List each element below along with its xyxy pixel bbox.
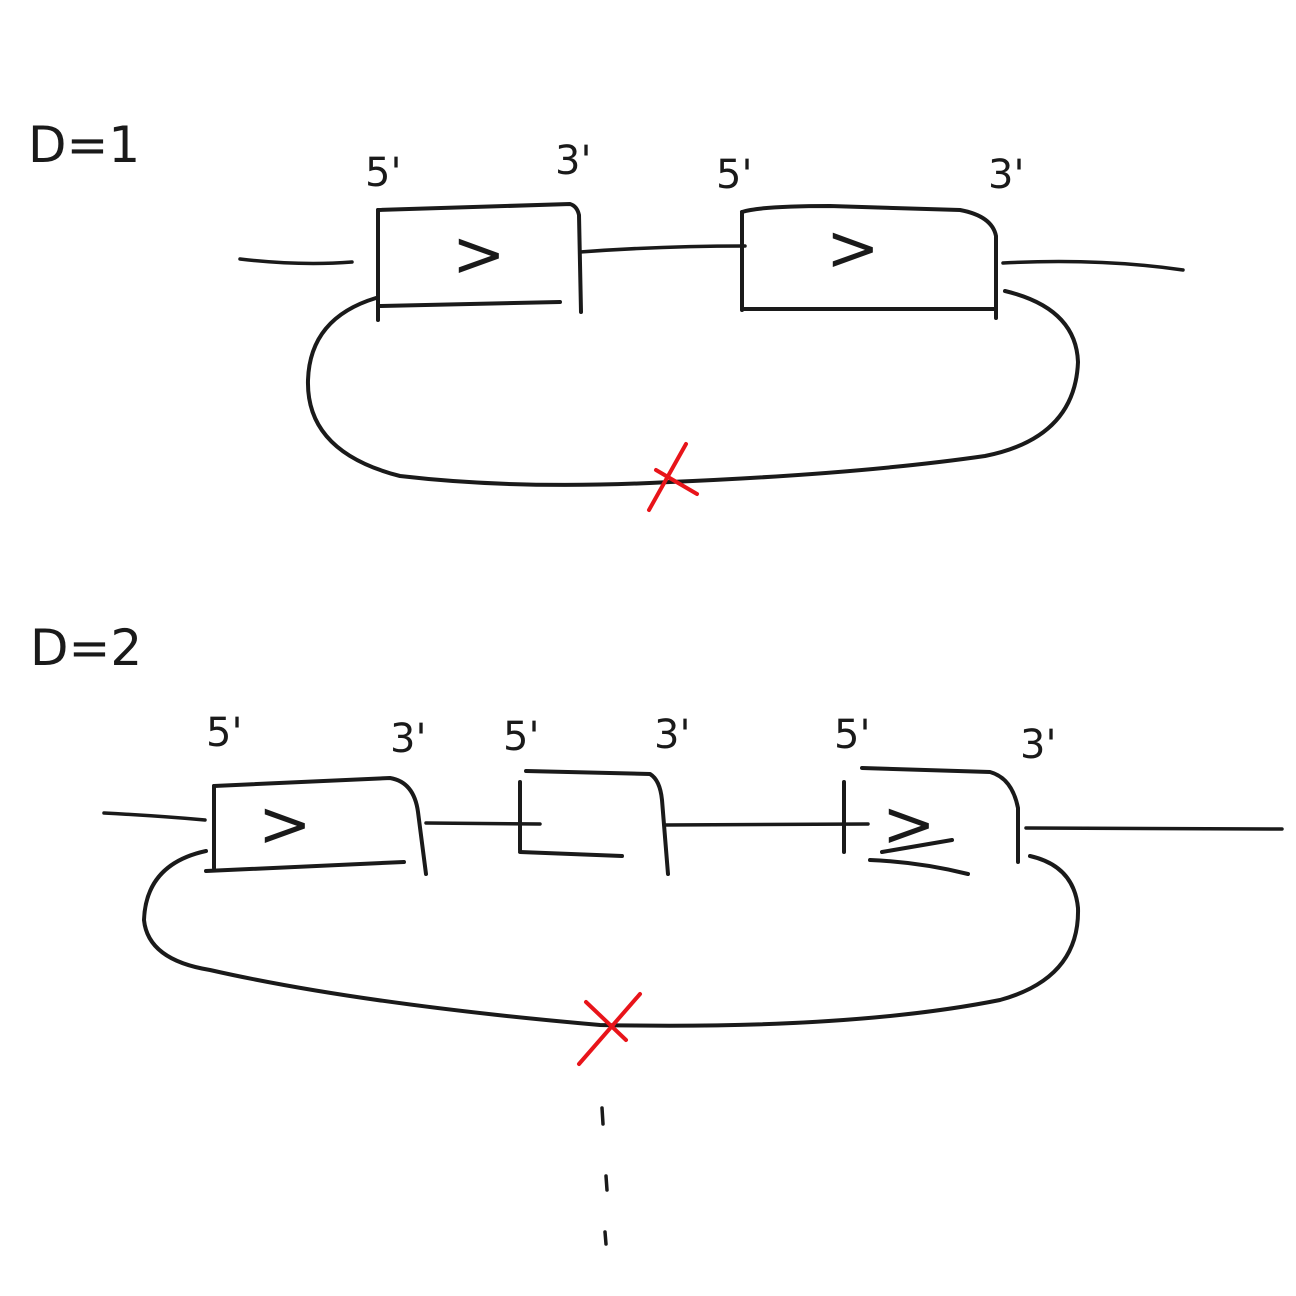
end-label-3prime: 3' bbox=[1020, 722, 1056, 768]
arrow-glyph: > bbox=[826, 212, 880, 286]
arrow-glyph: > bbox=[258, 788, 312, 862]
strand-line bbox=[424, 821, 542, 826]
segment-box: > bbox=[740, 204, 998, 320]
strand-line bbox=[102, 811, 207, 822]
segment-box: > bbox=[376, 202, 583, 322]
vertical-ellipsis-icon bbox=[600, 1106, 609, 1246]
red-x-icon bbox=[647, 442, 699, 512]
panel-label: D=2 bbox=[30, 619, 142, 677]
strand-line bbox=[1001, 259, 1185, 272]
end-label-5prime: 5' bbox=[365, 150, 401, 196]
strand-line bbox=[1024, 826, 1284, 831]
arrow-glyph: > bbox=[452, 218, 506, 292]
circular-backbone bbox=[142, 849, 1081, 1028]
end-label-5prime: 5' bbox=[503, 714, 539, 760]
end-label-3prime: 3' bbox=[390, 716, 426, 762]
end-label-3prime: 3' bbox=[555, 138, 591, 184]
segment-box: > bbox=[842, 766, 1020, 876]
strand-line bbox=[238, 257, 354, 266]
panel-label: D=1 bbox=[28, 116, 140, 174]
circular-backbone bbox=[305, 289, 1080, 487]
end-label-3prime: 3' bbox=[988, 152, 1024, 198]
strand-line bbox=[578, 244, 747, 254]
end-label-5prime: 5' bbox=[834, 712, 870, 758]
strand-line bbox=[662, 822, 870, 827]
end-label-5prime: 5' bbox=[716, 152, 752, 198]
panel-d2: D=2 5' 3' 5' 3' 5' 3' > bbox=[30, 619, 1284, 1246]
red-x-icon bbox=[577, 992, 642, 1066]
segment-box: > bbox=[204, 776, 428, 876]
segment-box bbox=[518, 769, 670, 876]
end-label-5prime: 5' bbox=[206, 710, 242, 756]
end-label-3prime: 3' bbox=[654, 712, 690, 758]
panel-d1: D=1 5' 3' 5' 3' > > bbox=[28, 116, 1185, 512]
arrow-glyph: > bbox=[882, 788, 936, 862]
